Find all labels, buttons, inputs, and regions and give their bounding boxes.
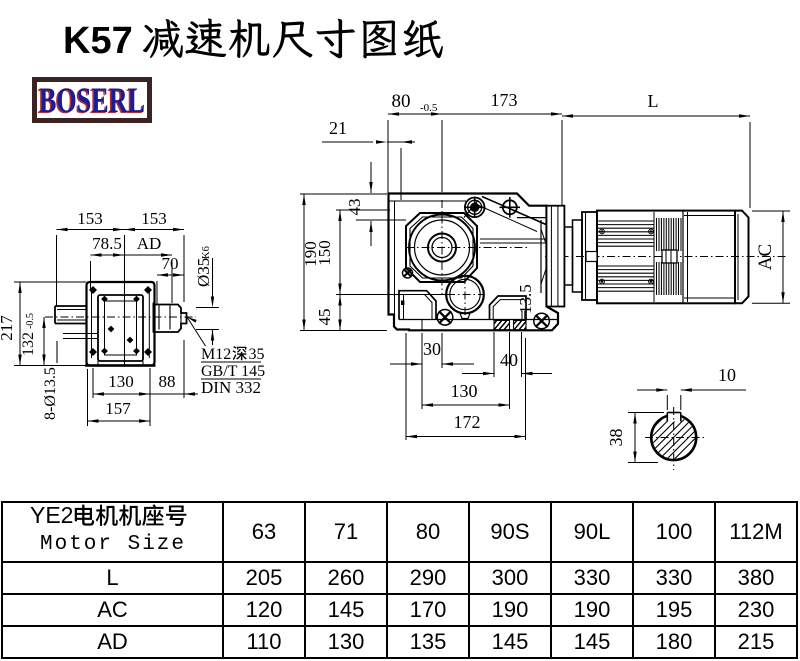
svg-text:8-Ø13.5: 8-Ø13.5	[42, 367, 59, 420]
svg-text:GB/T 145: GB/T 145	[201, 363, 265, 380]
svg-text:AD: AD	[137, 234, 162, 253]
svg-text:217: 217	[0, 315, 16, 341]
svg-text:M12: M12	[201, 346, 231, 363]
svg-text:AC: AC	[755, 244, 776, 270]
svg-text:132: 132	[20, 332, 37, 356]
svg-text:21: 21	[329, 118, 347, 138]
svg-text:Motor Size: Motor Size	[39, 533, 185, 555]
svg-text:DIN 332: DIN 332	[201, 378, 261, 397]
svg-text:L: L	[648, 91, 659, 111]
svg-text:153: 153	[141, 209, 167, 228]
svg-text:172: 172	[454, 412, 481, 432]
svg-text:150: 150	[315, 240, 334, 266]
svg-text:190: 190	[301, 241, 320, 267]
svg-text:K57: K57	[63, 20, 133, 62]
svg-text:130: 130	[451, 381, 478, 401]
svg-text:13.5: 13.5	[516, 284, 535, 314]
svg-text:30: 30	[423, 339, 441, 359]
svg-text:BOSERL: BOSERL	[39, 82, 145, 118]
svg-text:80: 80	[392, 91, 411, 112]
svg-text:10: 10	[718, 365, 736, 385]
svg-text:-0.5: -0.5	[420, 102, 438, 114]
svg-text:YE2: YE2	[30, 503, 73, 528]
svg-text:BOSERL: BOSERL	[38, 82, 144, 118]
svg-text:130: 130	[108, 372, 134, 391]
svg-text:40: 40	[500, 350, 518, 370]
svg-text:70: 70	[162, 254, 179, 273]
svg-text:-0.5: -0.5	[25, 313, 36, 329]
svg-text:153: 153	[77, 209, 103, 228]
svg-text:88: 88	[159, 372, 176, 391]
svg-text:K6: K6	[201, 246, 212, 259]
svg-text:35: 35	[249, 346, 265, 363]
svg-text:43: 43	[345, 199, 364, 216]
svg-text:Ø35: Ø35	[194, 258, 213, 287]
svg-text:78.5: 78.5	[92, 234, 122, 253]
svg-text:38: 38	[606, 429, 626, 447]
svg-text:45: 45	[315, 309, 334, 326]
svg-text:173: 173	[491, 90, 518, 110]
svg-text:157: 157	[105, 399, 131, 418]
